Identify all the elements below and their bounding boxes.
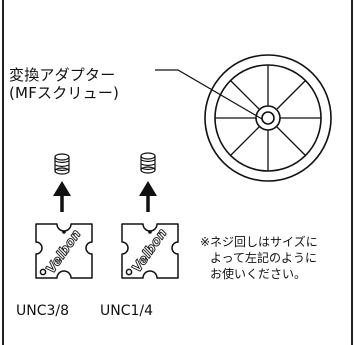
plate-unc38-caption: UNC3/8 [16,303,70,319]
frame-left-border [2,0,4,345]
adapter-title: 変換アダプター [9,66,116,84]
plate-unc38-logo: Velbon [44,227,85,276]
arrow-up-icon-right [139,181,157,212]
note-line-3: お使いください。 [210,267,307,281]
screw-unc14-icon [140,152,156,174]
note-line-2: よって左記のように [210,251,318,265]
note-line-1: ※ネジ回しはサイズに [200,235,318,249]
screw-unc38-icon [54,153,70,175]
frame-right-border [351,0,353,345]
plate-unc14-caption: UNC1/4 [100,303,154,319]
arrow-up-icon-left [53,181,71,212]
plate-unc38 [35,223,93,279]
leader-line [155,69,263,120]
adapter-subtitle: (MFスクリュー) [9,84,120,102]
adapter-wheel [204,54,332,182]
usage-note: ※ネジ回しはサイズに よって左記のように お使いください。 [200,234,318,282]
plate-unc14 [121,223,179,279]
